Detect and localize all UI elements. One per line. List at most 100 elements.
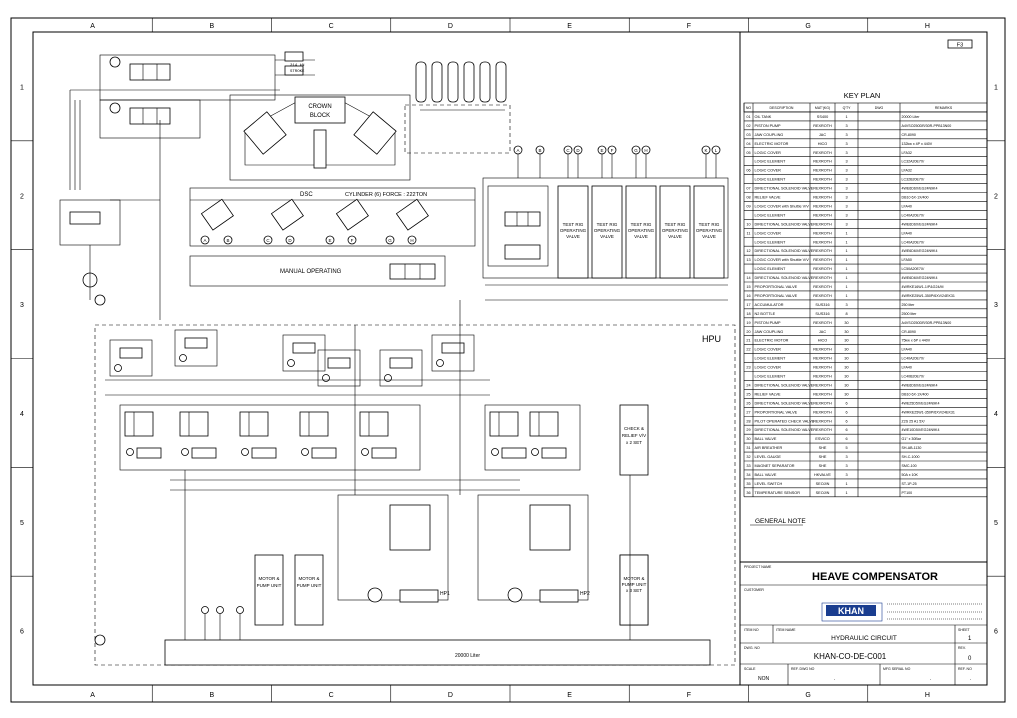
table-header: Q'TY (843, 106, 852, 110)
port-label: F (351, 238, 354, 243)
table-cell: SHE (819, 455, 827, 459)
table-cell: 1 (845, 231, 847, 235)
table-cell: 1 (845, 249, 847, 253)
port-label: E (328, 238, 331, 243)
svg-text:SHEET: SHEET (958, 628, 971, 632)
svg-text:214 kN: 214 kN (290, 63, 305, 68)
svg-text:VALVE: VALVE (634, 234, 648, 239)
table-cell: LFA32 (902, 151, 912, 155)
table-cell: 33 (746, 464, 750, 468)
table-cell: Z2S 25 A1 5X/ (902, 419, 925, 423)
table-cell: REXROTH (813, 213, 832, 217)
table-cell: LOGIC ELEMENT (755, 160, 786, 164)
table-cell: 35 (746, 482, 750, 486)
column-marker: G (805, 692, 810, 699)
table-cell: DIRECTIONAL SOLENOID VALVE (755, 276, 814, 280)
table-cell: 30 (844, 357, 848, 361)
table-cell: 06 (746, 169, 750, 173)
table-cell: REXROTH (813, 294, 832, 298)
svg-text:.: . (930, 676, 931, 682)
svg-text:REV.: REV. (958, 646, 966, 650)
port-label: C (266, 238, 270, 243)
svg-text:VALVE: VALVE (600, 234, 614, 239)
svg-text:CROWN: CROWN (308, 104, 331, 110)
svg-text:MOTOR &: MOTOR & (624, 576, 645, 581)
table-header: MAT'(KG) (815, 106, 830, 110)
valve-group-1 (99, 54, 276, 101)
table-cell: REXROTH (813, 392, 832, 396)
table-cell: 26 (746, 401, 750, 405)
svg-text:CHECK &: CHECK & (624, 426, 644, 431)
outer-frame (10, 17, 1006, 703)
table-cell: LC32A20E7X/ (902, 160, 925, 164)
table-cell: 14 (746, 276, 750, 280)
table-cell: JAW COUPLING (755, 133, 784, 137)
svg-text:STROKE: STROKE (290, 70, 305, 74)
row-marker: 4 (994, 411, 998, 418)
row-marker: 6 (20, 629, 24, 636)
row-marker: 3 (994, 302, 998, 309)
column-marker: C (329, 692, 334, 699)
table-cell: 4WE6D6X/EG24N9K4 (902, 276, 938, 280)
table-cell: 16 (746, 294, 750, 298)
port-label: A (203, 238, 206, 243)
table-cell: 32 (746, 455, 750, 459)
table-cell: SS400 (817, 115, 828, 119)
table-cell: G1" x 30Bar (902, 437, 922, 441)
table-cell: 3 (845, 303, 847, 307)
table-cell: 05 (746, 151, 750, 155)
column-marker: A (90, 23, 95, 30)
table-cell: PROPORTIONAL VALVE (755, 285, 798, 289)
company-logo: KHAN (821, 602, 883, 622)
table-cell: LC40B20E7X/ (902, 375, 925, 379)
port-label: G (388, 238, 392, 243)
table-cell: 1 (845, 258, 847, 262)
table-cell: 4WE6D6X/EG24N9K4 (902, 249, 938, 253)
table-cell: PISTON PUMP (755, 124, 782, 128)
dsc-cylinder-group (189, 187, 476, 247)
table-cell: 19 (746, 321, 750, 325)
column-marker: B (210, 23, 215, 30)
table-cell: PILOT OPERATED CHECK VALVE (755, 419, 815, 423)
row-marker: 3 (20, 302, 24, 309)
svg-text:HP2: HP2 (580, 591, 590, 597)
svg-text:OPERATING: OPERATING (662, 228, 689, 233)
column-marker: E (567, 692, 572, 699)
table-cell: PROPORTIONAL VALVE (755, 410, 798, 414)
table-cell: REXROTH (813, 285, 832, 289)
svg-text:VALVE: VALVE (566, 234, 580, 239)
svg-text:OPERATING: OPERATING (594, 228, 621, 233)
table-cell: LFA32 (902, 169, 912, 173)
svg-text:OPERATING: OPERATING (696, 228, 723, 233)
table-cell: SEOJIN (816, 482, 830, 486)
svg-text:MOTOR &: MOTOR & (259, 576, 280, 581)
table-cell: 6 (845, 428, 847, 432)
table-cell: SHE (819, 446, 827, 450)
table-cell: ELECTRIC MOTOR (755, 142, 789, 146)
table-cell: DB10 6X-1X/400 (902, 196, 929, 200)
svg-text:TEST RIG: TEST RIG (597, 222, 618, 227)
svg-text:G: G (634, 148, 638, 153)
table-cell: OIL TANK (755, 115, 772, 119)
table-cell: 30 (746, 437, 750, 441)
table-cell: 28 (746, 419, 750, 423)
column-marker: A (90, 692, 95, 699)
table-cell: 30 (844, 366, 848, 370)
table-cell: 4WE6D6X/EG24N9K4 (902, 383, 938, 387)
table-cell: LC32B20E7X/ (902, 178, 925, 182)
table-cell: 23 (746, 366, 750, 370)
table-cell: 3 (845, 187, 847, 191)
table-cell: REXROTH (813, 222, 832, 226)
table-cell: REXROTH (813, 169, 832, 173)
svg-text:MFG SERIAL NO: MFG SERIAL NO (883, 667, 911, 671)
table-cell: RELIEF VALVE (755, 196, 781, 200)
table-cell: SMC-100 (902, 464, 917, 468)
table-cell: 15 (746, 285, 750, 289)
table-cell: 13 (746, 258, 750, 262)
table-cell: LFA40 (902, 366, 912, 370)
svg-text:OPERATING: OPERATING (628, 228, 655, 233)
table-cell: LEVEL SWITCH (755, 482, 783, 486)
svg-text:L: L (715, 148, 718, 153)
table-cell: 6 (845, 419, 847, 423)
table-cell: 1 (845, 285, 847, 289)
